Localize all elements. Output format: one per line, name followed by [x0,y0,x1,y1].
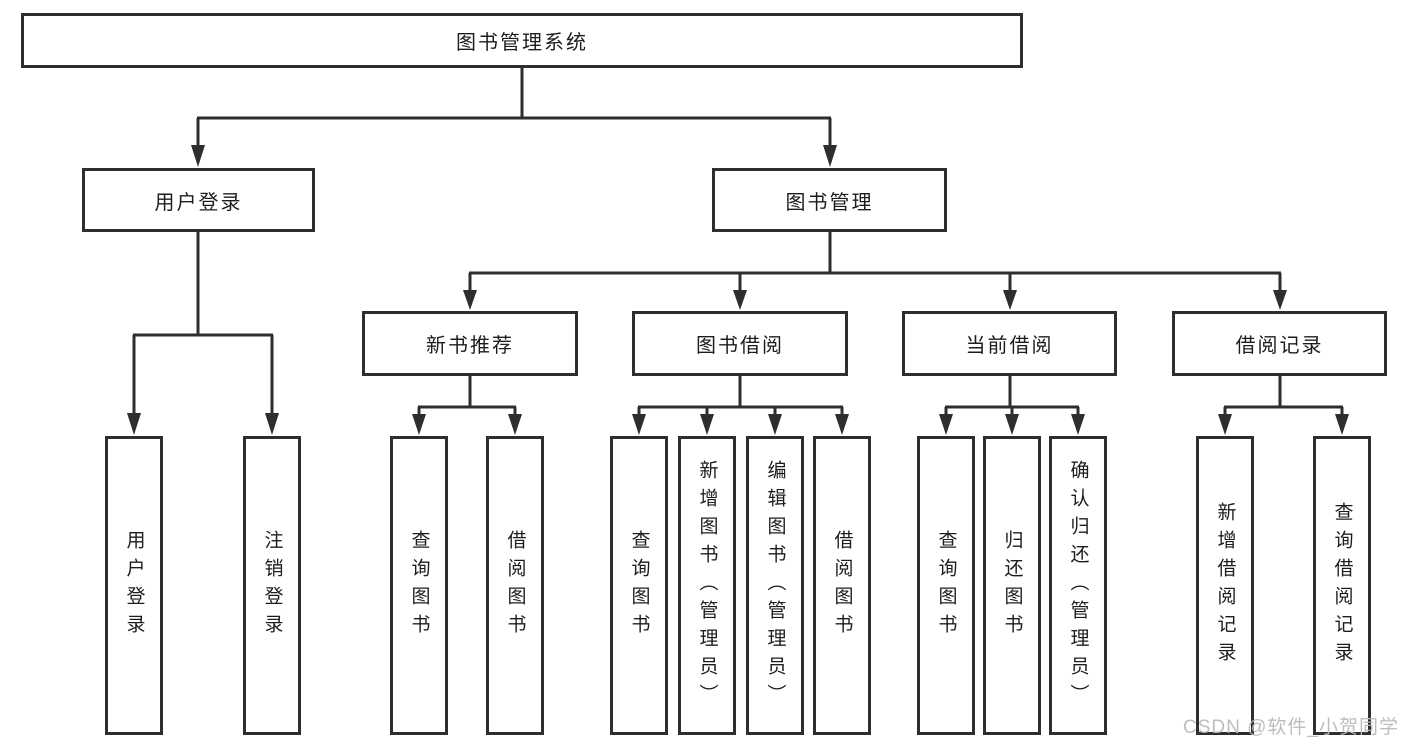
leaf-label: 编辑图书（管理员） [764,459,786,712]
leaf-query-books-borrowing: 查询图书 [610,436,668,735]
node-label: 图书管理 [785,191,874,214]
leaf-user-login: 用户登录 [105,436,163,735]
leaf-label: 查询借阅记录 [1331,501,1353,670]
node-user-login: 用户登录 [82,168,315,232]
node-label: 图书管理系统 [456,32,588,54]
leaf-label: 注销登录 [261,529,283,642]
leaf-confirm-return-admin: 确认归还（管理员） [1049,436,1107,735]
leaf-label: 借阅图书 [831,529,853,642]
leaf-label: 用户登录 [123,529,145,642]
leaf-borrow-books-recommend: 借阅图书 [486,436,544,735]
node-label: 新书推荐 [426,335,514,357]
leaf-return-books: 归还图书 [983,436,1041,735]
leaf-label: 借阅图书 [504,529,526,642]
node-book-borrowing: 图书借阅 [632,311,848,376]
leaf-add-borrow-record: 新增借阅记录 [1196,436,1254,735]
node-label: 当前借阅 [965,335,1054,357]
leaf-label: 确认归还（管理员） [1067,459,1089,712]
leaf-borrow-books-borrowing: 借阅图书 [813,436,871,735]
node-library-management-system: 图书管理系统 [21,13,1023,68]
watermark: CSDN @软件_小贺同学 [1183,717,1399,738]
node-current-borrowing: 当前借阅 [902,311,1117,376]
leaf-label: 归还图书 [1001,529,1023,642]
leaf-label: 新增图书（管理员） [696,459,718,712]
leaf-query-books-recommend: 查询图书 [390,436,448,735]
leaf-add-book-admin: 新增图书（管理员） [678,436,736,735]
leaf-logout: 注销登录 [243,436,301,735]
leaf-label: 查询图书 [935,529,957,642]
arrowheads [127,145,1349,435]
leaf-label: 新增借阅记录 [1214,501,1236,670]
node-borrowing-records: 借阅记录 [1172,311,1387,376]
node-label: 图书借阅 [696,335,784,357]
leaf-edit-book-admin: 编辑图书（管理员） [746,436,804,735]
node-book-management: 图书管理 [712,168,947,232]
node-new-book-recommendation: 新书推荐 [362,311,578,376]
node-label: 用户登录 [154,191,243,214]
leaf-query-books-current: 查询图书 [917,436,975,735]
leaf-label: 查询图书 [408,529,430,642]
node-label: 借阅记录 [1235,335,1324,357]
leaf-query-borrow-record: 查询借阅记录 [1313,436,1371,735]
leaf-label: 查询图书 [628,529,650,642]
